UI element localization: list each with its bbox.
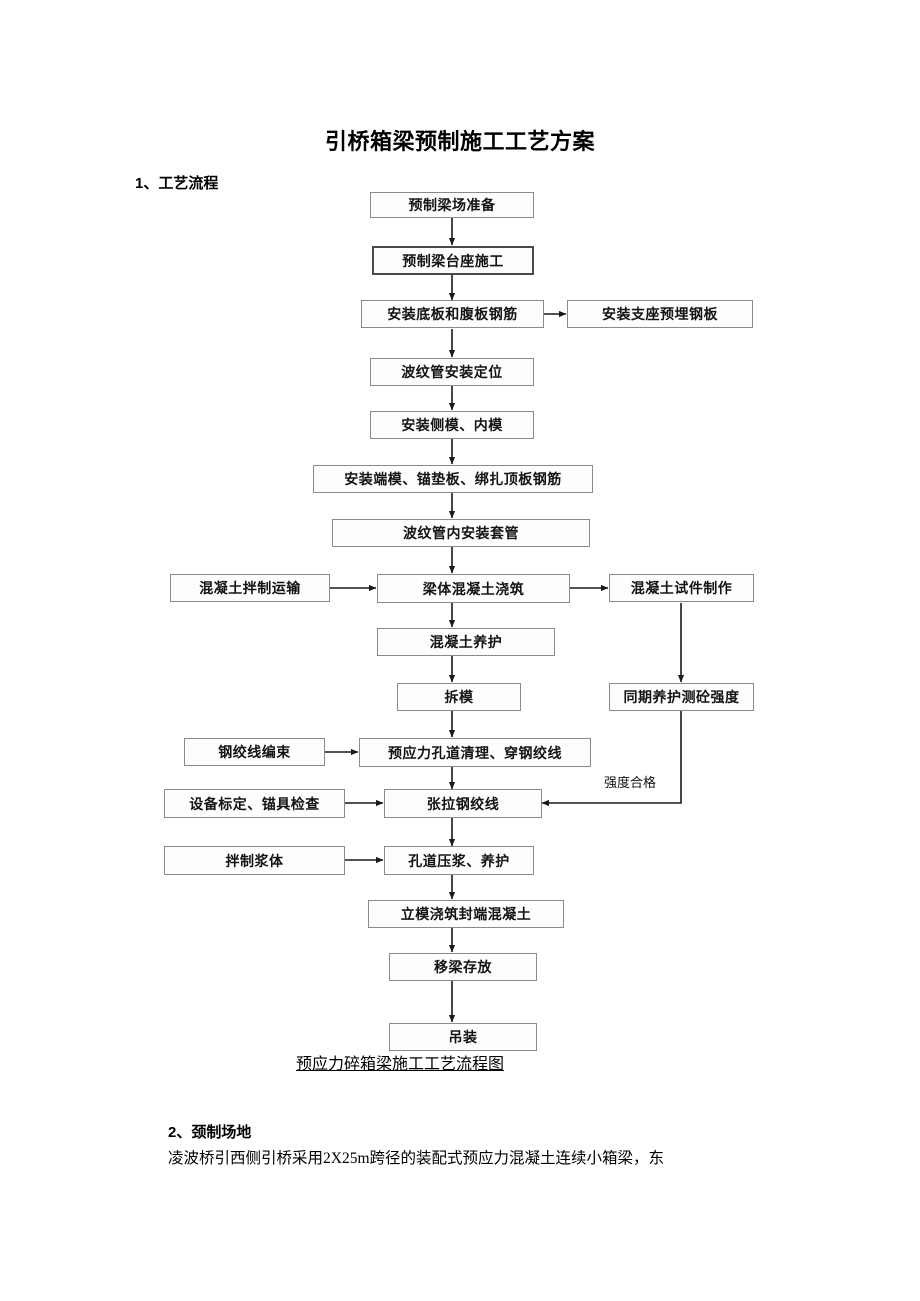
flow-node-grout-mixing[interactable]: 拌制浆体 xyxy=(164,846,345,875)
flow-node-duct-cleaning-strand-threading[interactable]: 预应力孔道清理、穿钢绞线 xyxy=(359,738,591,767)
flow-node-erection[interactable]: 吊装 xyxy=(389,1023,537,1051)
flow-node-label: 同期养护测砼强度 xyxy=(623,689,740,705)
section-heading-1: 1、工艺流程 xyxy=(135,172,218,193)
flow-node-corrugated-pipe-position[interactable]: 波纹管安装定位 xyxy=(370,358,534,386)
flow-node-label: 安装侧模、内模 xyxy=(401,417,503,433)
flow-node-install-bearing-plate[interactable]: 安装支座预埋钢板 xyxy=(567,300,753,328)
flow-node-label: 安装支座预埋钢板 xyxy=(602,306,718,322)
flow-node-label: 安装端模、锚垫板、绑扎顶板钢筋 xyxy=(344,471,562,487)
section-label-2: 颈制场地 xyxy=(191,1124,252,1141)
flow-node-label: 预应力孔道清理、穿钢绞线 xyxy=(388,744,562,761)
flow-node-concrete-specimen[interactable]: 混凝土试件制作 xyxy=(609,574,754,602)
flow-node-label: 张拉钢绞线 xyxy=(426,795,500,812)
flow-node-label: 设备标定、锚具检查 xyxy=(189,795,320,812)
flow-node-label: 预制梁场准备 xyxy=(408,197,496,213)
flow-node-label: 混凝土试件制作 xyxy=(630,580,733,596)
flow-node-install-side-inner-form[interactable]: 安装侧模、内模 xyxy=(370,411,534,439)
section-heading-2: 2、颈制场地 xyxy=(168,1121,251,1142)
flow-node-install-sleeve[interactable]: 波纹管内安装套管 xyxy=(332,519,590,547)
flow-node-label: 吊装 xyxy=(448,1029,478,1045)
flowchart-caption: 预应力碎箱梁施工工艺流程图 xyxy=(296,1056,505,1073)
edge-label-strength-qualified: 强度合格 xyxy=(604,775,657,790)
flow-node-strand-bundling[interactable]: 钢绞线编束 xyxy=(184,738,325,766)
flow-node-install-bottom-web-rebar[interactable]: 安装底板和腹板钢筋 xyxy=(361,300,544,328)
flow-node-form-removal[interactable]: 拆模 xyxy=(397,683,521,711)
flow-node-end-sealing-concrete[interactable]: 立模浇筑封端混凝土 xyxy=(368,900,564,928)
flow-node-pedestal-construction[interactable]: 预制梁台座施工 xyxy=(372,246,534,275)
flow-node-label: 孔道压浆、养护 xyxy=(408,852,510,869)
section-number-2: 2、 xyxy=(168,1124,192,1141)
flow-node-label: 波纹管安装定位 xyxy=(401,364,503,380)
flow-node-concrete-mixing-transport[interactable]: 混凝土拌制运输 xyxy=(170,574,330,602)
flow-node-equipment-calibration-anchor-check[interactable]: 设备标定、锚具检查 xyxy=(164,789,345,818)
flow-node-strand-tensioning[interactable]: 张拉钢绞线 xyxy=(384,789,542,818)
flow-node-beam-concrete-pouring[interactable]: 梁体混凝土浇筑 xyxy=(377,574,570,603)
paragraph-site-description: 凌波桥引西侧引桥采用2X25m跨径的装配式预应力混凝土连续小箱梁，东 xyxy=(168,1150,665,1167)
flow-node-concrete-curing[interactable]: 混凝土养护 xyxy=(377,628,555,656)
section-label-1: 工艺流程 xyxy=(158,175,219,192)
flow-node-preparation[interactable]: 预制梁场准备 xyxy=(370,192,534,218)
flow-node-label: 移梁存放 xyxy=(434,959,492,975)
flow-node-same-period-strength-test[interactable]: 同期养护测砼强度 xyxy=(609,683,754,711)
flow-node-install-end-form-anchor-rebar[interactable]: 安装端模、锚垫板、绑扎顶板钢筋 xyxy=(313,465,593,493)
section-number-1: 1、 xyxy=(135,175,159,192)
flow-node-label: 混凝土养护 xyxy=(429,634,503,650)
page-title: 引桥箱梁预制施工工艺方案 xyxy=(324,129,595,154)
flow-node-label: 混凝土拌制运输 xyxy=(199,580,301,596)
flow-node-label: 钢绞线编束 xyxy=(218,744,291,760)
flow-node-label: 预制梁台座施工 xyxy=(402,252,504,269)
flow-node-duct-grouting-curing[interactable]: 孔道压浆、养护 xyxy=(384,846,534,875)
flow-node-label: 波纹管内安装套管 xyxy=(403,525,519,541)
flow-node-label: 拆模 xyxy=(444,689,474,705)
flow-node-beam-moving-storage[interactable]: 移梁存放 xyxy=(389,953,537,981)
flow-node-label: 拌制浆体 xyxy=(225,852,284,869)
flow-node-label: 立模浇筑封端混凝土 xyxy=(400,906,532,922)
flow-node-label: 安装底板和腹板钢筋 xyxy=(387,306,518,322)
flow-node-label: 梁体混凝土浇筑 xyxy=(422,580,525,597)
